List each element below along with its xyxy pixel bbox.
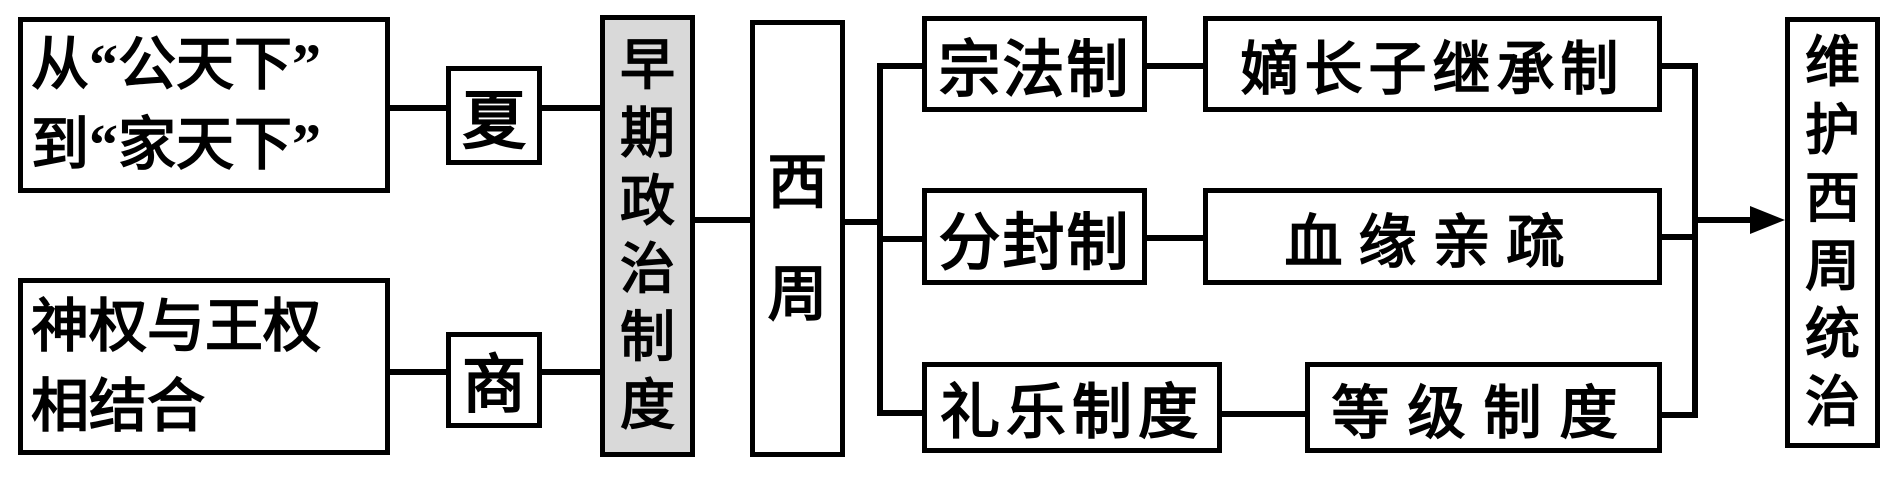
- connector-bloodrelations-collector: [1662, 234, 1692, 240]
- connector-xia-earlypolitics: [542, 105, 600, 111]
- node-text: 礼乐制度: [940, 380, 1204, 446]
- node-zongfa-system: 宗法制: [922, 16, 1147, 112]
- branch-to-zongfa: [883, 63, 922, 69]
- branch-to-fenfeng: [883, 236, 922, 242]
- connector-earlypolitics-xizhou: [695, 217, 750, 223]
- node-text-line: 从“公天下”: [31, 32, 322, 97]
- connector-hierarchy-collector: [1662, 412, 1692, 418]
- node-text-line: 相结合: [31, 373, 206, 439]
- node-text: 嫡长子继承制: [1240, 37, 1625, 102]
- node-text: 血缘亲疏: [1284, 209, 1581, 275]
- node-maintain-western-zhou-rule: 维护西周统治: [1785, 17, 1880, 448]
- connector-publicworld-xia: [390, 105, 446, 111]
- connector-shang-earlypolitics: [542, 369, 600, 375]
- node-xia-dynasty: 夏: [446, 66, 542, 165]
- node-fenfeng-system: 分封制: [922, 188, 1147, 285]
- node-text-line: 神权与王权: [31, 293, 322, 359]
- node-text: 等级制度: [1331, 380, 1636, 446]
- connector-xizhou-branch: [845, 219, 883, 225]
- connector-primogeniture-collector: [1662, 63, 1692, 69]
- node-theocracy-kingship: 神权与王权 相结合: [18, 278, 390, 455]
- node-primogeniture-system: 嫡长子继承制: [1203, 16, 1662, 112]
- node-western-zhou: 西周: [750, 20, 845, 457]
- node-shang-dynasty: 商: [446, 332, 542, 428]
- collector-line: [1692, 63, 1698, 418]
- node-text: 商: [462, 350, 526, 421]
- arrow-shaft: [1698, 217, 1752, 223]
- node-blood-relations: 血缘亲疏: [1203, 188, 1662, 285]
- connector-fenfeng-bloodrelations: [1147, 235, 1203, 241]
- node-liyue-system: 礼乐制度: [922, 362, 1222, 453]
- arrow-right-icon: [1750, 206, 1785, 234]
- node-text: 宗法制: [938, 37, 1131, 105]
- node-text: 夏: [462, 85, 526, 157]
- node-text: 分封制: [938, 209, 1131, 278]
- node-text-line: 到“家天下”: [31, 112, 322, 177]
- connector-zongfa-primogeniture: [1147, 63, 1203, 69]
- branch-trunk-line: [877, 63, 883, 416]
- connector-liyue-hierarchy: [1222, 411, 1305, 417]
- node-hierarchy-system: 等级制度: [1305, 362, 1662, 453]
- connector-theocracy-shang: [390, 369, 446, 375]
- branch-to-liyue: [883, 410, 922, 416]
- node-public-to-family-world: 从“公天下” 到“家天下”: [18, 17, 390, 193]
- node-early-political-system: 早期政治制度: [600, 15, 695, 457]
